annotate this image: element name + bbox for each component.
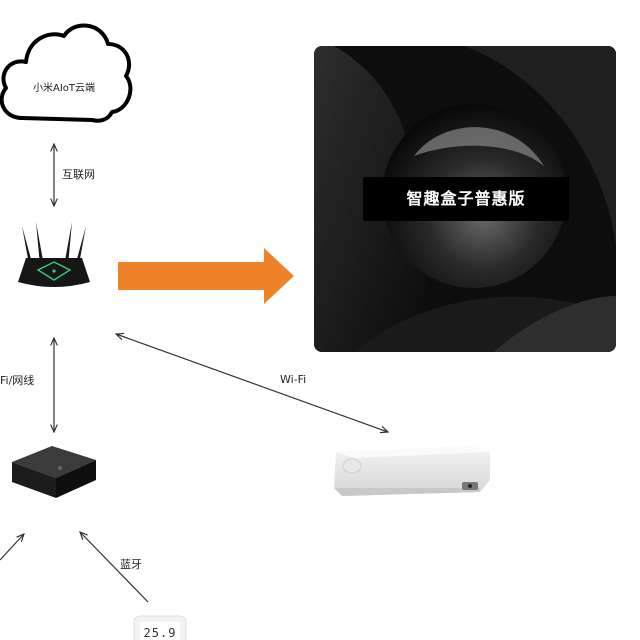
cloud-icon: [0, 23, 133, 123]
flow-arrow: [118, 248, 294, 304]
thermometer-icon: [133, 615, 187, 640]
product-image: 智趣盒子普惠版: [314, 46, 616, 352]
router-icon: [18, 222, 90, 287]
internet-link-label: 互联网: [62, 168, 95, 181]
wifi-link-label: Wi-Fi: [280, 373, 307, 386]
motion-sensor-icon: [334, 446, 490, 496]
thermometer-reading: 25.9: [143, 626, 177, 640]
bluetooth-link-label: 蓝牙: [120, 558, 142, 571]
wifi-wired-link-label: Fi/网线: [0, 374, 35, 387]
cloud-label: 小米AIoT云端: [32, 83, 96, 94]
gateway-hub-icon: [12, 446, 96, 498]
bluetooth-link-line: [80, 532, 149, 603]
wifi-link-line: [116, 334, 388, 432]
product-title: 智趣盒子普惠版: [363, 177, 569, 221]
left-link-line: [0, 534, 24, 561]
